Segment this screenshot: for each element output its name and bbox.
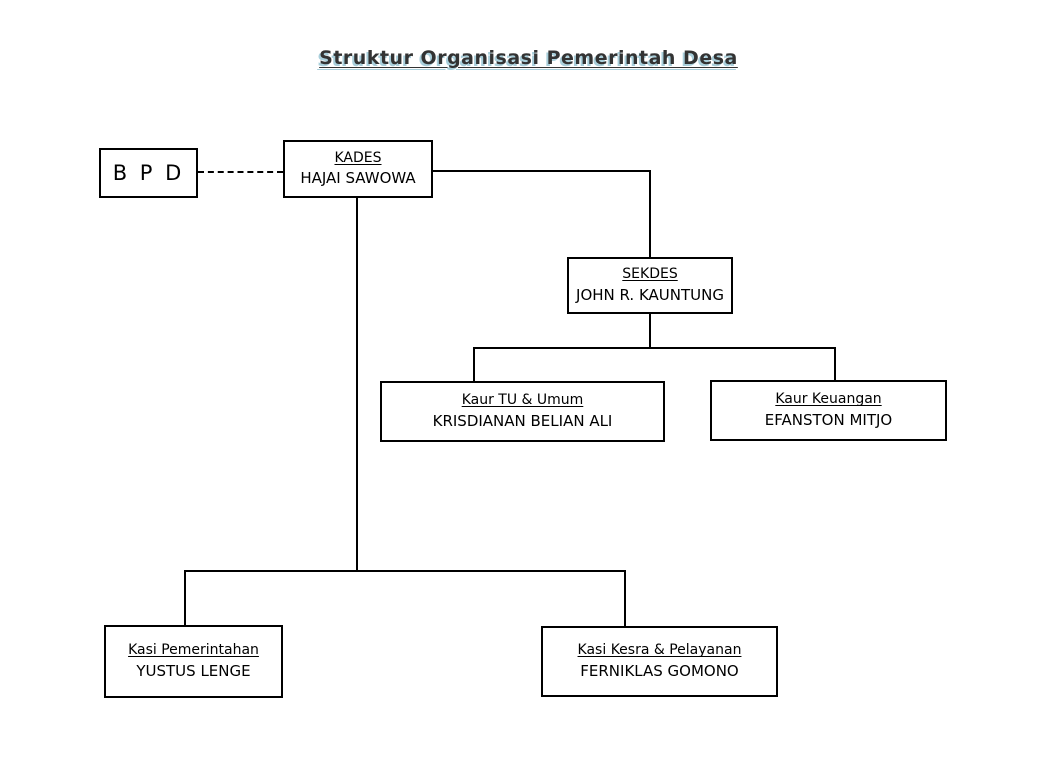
org-node-kaur-tu-umum: Kaur TU & Umum KRISDIANAN BELIAN ALI xyxy=(380,381,665,442)
org-node-bpd: B P D xyxy=(99,148,198,198)
role-label-bpd: B P D xyxy=(112,160,185,185)
org-node-kasi-pemerintahan: Kasi Pemerintahan YUSTUS LENGE xyxy=(104,625,283,698)
role-label-kaur-tu-umum: Kaur TU & Umum xyxy=(461,392,584,409)
org-node-kades: KADES HAJAI SAWOWA xyxy=(283,140,433,198)
person-name-kasi-pemerintahan: YUSTUS LENGE xyxy=(136,661,251,680)
connector-kades-sekdes-vertical xyxy=(649,170,651,257)
org-node-sekdes: SEKDES JOHN R. KAUNTUNG xyxy=(567,257,733,314)
person-name-kasi-kesra-pelayanan: FERNIKLAS GOMONO xyxy=(580,661,739,680)
person-name-kades: HAJAI SAWOWA xyxy=(300,169,416,188)
connector-to-kaur-tu-umum xyxy=(473,347,475,381)
connector-kades-sekdes-horizontal xyxy=(433,170,651,172)
role-label-kades: KADES xyxy=(334,149,382,166)
person-name-kaur-keuangan: EFANSTON MITJO xyxy=(764,410,893,429)
role-label-kasi-pemerintahan: Kasi Pemerintahan xyxy=(128,642,259,659)
person-name-sekdes: JOHN R. KAUNTUNG xyxy=(576,285,724,304)
connector-sekdes-children-horizontal xyxy=(473,347,836,349)
role-label-kaur-keuangan: Kaur Keuangan xyxy=(775,391,882,408)
connector-to-kasi-kesra-pelayanan xyxy=(624,570,626,626)
connector-to-kaur-keuangan xyxy=(834,347,836,380)
person-name-kaur-tu-umum: KRISDIANAN BELIAN ALI xyxy=(432,411,613,430)
connector-kasi-children-horizontal xyxy=(184,570,626,572)
connector-to-kasi-pemerintahan xyxy=(184,570,186,625)
org-node-kasi-kesra-pelayanan: Kasi Kesra & Pelayanan FERNIKLAS GOMONO xyxy=(541,626,778,697)
role-label-kasi-kesra-pelayanan: Kasi Kesra & Pelayanan xyxy=(577,642,742,659)
connector-sekdes-stem xyxy=(649,314,651,348)
org-node-kaur-keuangan: Kaur Keuangan EFANSTON MITJO xyxy=(710,380,947,441)
connector-kades-stem xyxy=(356,198,358,571)
connector-bpd-kades-dashed xyxy=(198,171,283,173)
page-title: Struktur Organisasi Pemerintah Desa xyxy=(319,47,738,69)
role-label-sekdes: SEKDES xyxy=(622,266,678,283)
